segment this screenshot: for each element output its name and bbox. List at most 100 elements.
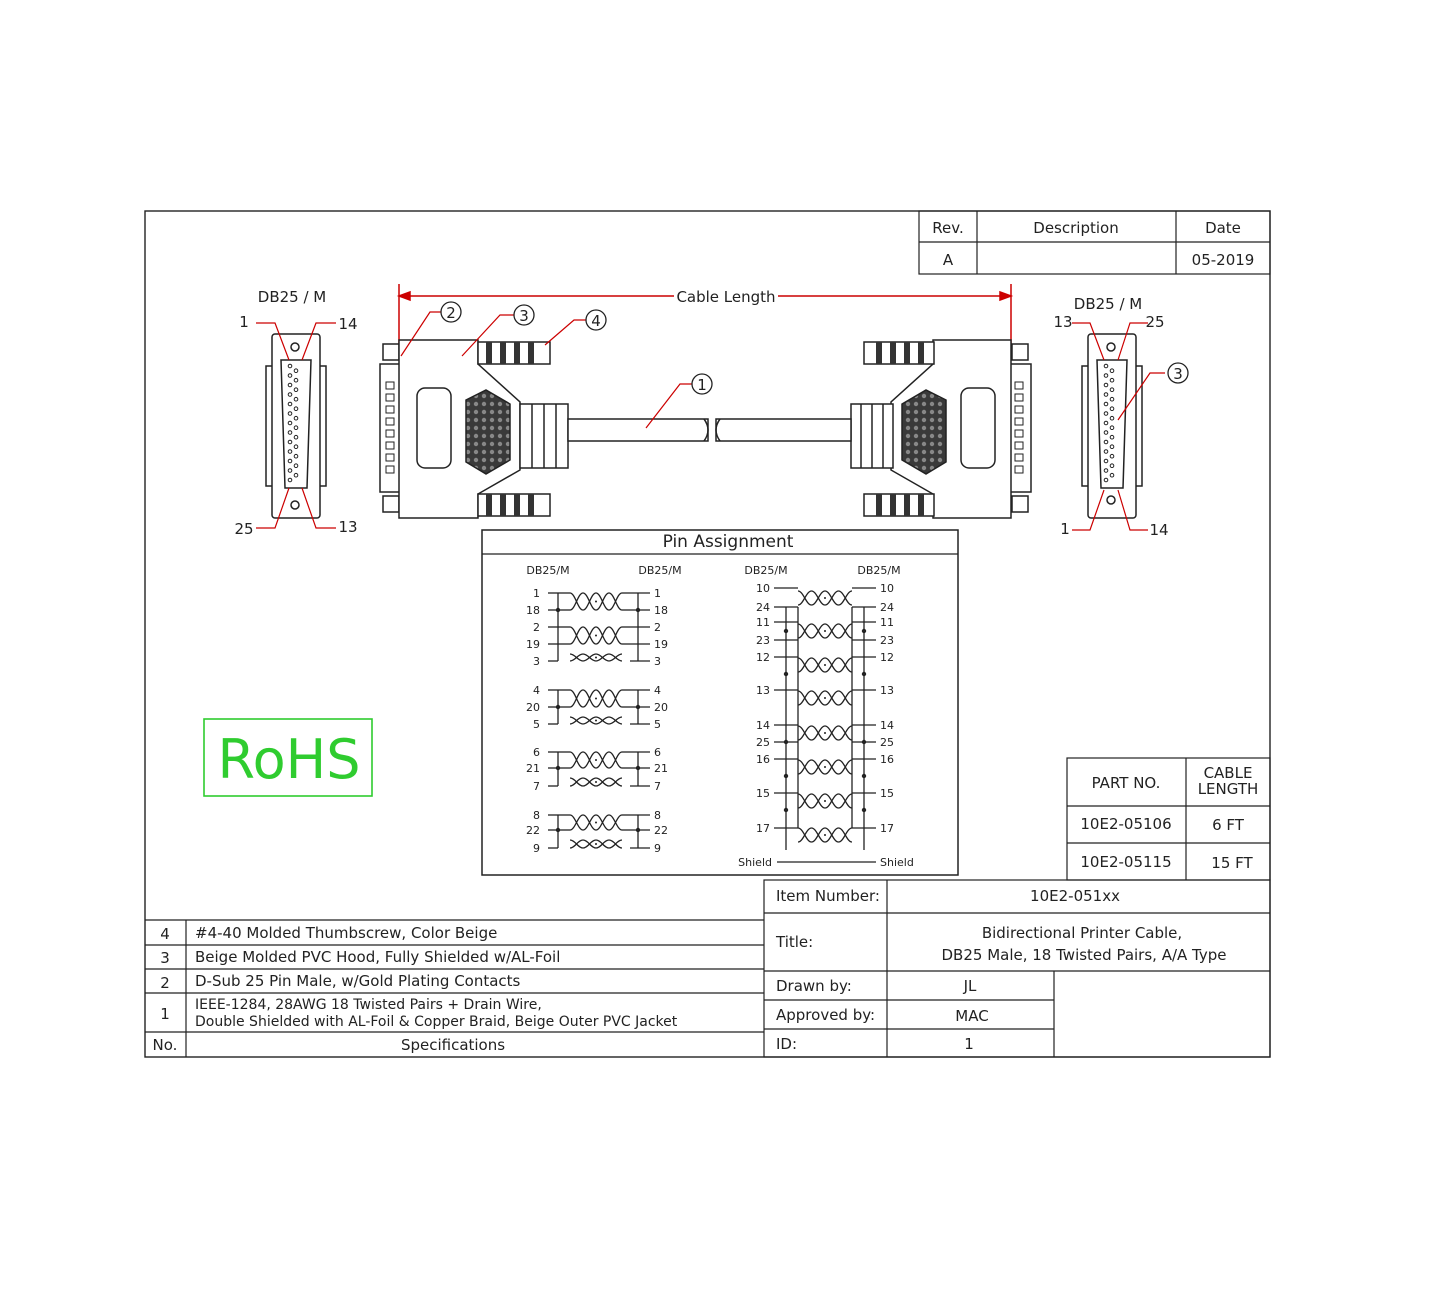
twisted-wire — [797, 759, 853, 775]
side-pin — [1014, 417, 1024, 426]
face-pin — [1103, 401, 1109, 407]
twisted-wire — [569, 839, 623, 849]
side-pin — [385, 453, 395, 462]
callout-number-4: 4 — [591, 312, 601, 330]
twist-mark — [595, 759, 597, 761]
twisted-wire — [569, 814, 623, 831]
pin-number: 24 — [756, 601, 770, 614]
pin-number: 25 — [756, 736, 770, 749]
twisted-wire — [797, 827, 853, 843]
bom-spec-1-line1: IEEE-1284, 28AWG 18 Twisted Pairs + Drai… — [195, 997, 542, 1013]
pin-number: 8 — [654, 809, 661, 822]
side-pin — [385, 441, 395, 450]
part-no-2: 10E2-05115 — [1080, 853, 1171, 871]
face-pin — [1109, 415, 1115, 421]
cable-length-dimension — [396, 284, 1014, 348]
junction-dot — [783, 739, 789, 745]
pin-number: 3 — [533, 655, 540, 668]
twisted-wire — [569, 592, 623, 611]
twist-mark — [824, 834, 826, 836]
side-pin — [1014, 393, 1024, 402]
pin-number: 11 — [756, 616, 770, 629]
title-line-1: Bidirectional Printer Cable, — [982, 924, 1182, 942]
junction-dot — [635, 765, 641, 771]
pin-number: 15 — [880, 787, 894, 800]
twisted-wire — [569, 653, 623, 662]
face-pin — [287, 382, 293, 388]
twisted-wire — [797, 759, 853, 775]
twisted-wire — [797, 793, 853, 809]
side-pin — [385, 417, 395, 426]
twist-mark — [595, 719, 597, 722]
junction-dot — [555, 704, 561, 710]
pin-number: 12 — [756, 651, 770, 664]
left-connector-face — [265, 333, 327, 519]
side-pin — [1014, 465, 1024, 474]
junction-dot — [555, 827, 561, 833]
junction-dot — [783, 773, 789, 779]
twist-mark — [595, 821, 597, 824]
pin-number: 6 — [533, 746, 540, 759]
pin-number: 14 — [880, 719, 894, 732]
twisted-wire — [797, 590, 853, 606]
pin-number: 4 — [533, 684, 540, 697]
pa-header-right-b: DB25/M — [857, 564, 900, 577]
pin-number: 3 — [654, 655, 661, 668]
side-pin — [385, 465, 395, 474]
twist-mark — [595, 697, 597, 700]
rev-value: A — [943, 251, 954, 269]
junction-dot — [555, 765, 561, 771]
face-pin — [287, 373, 293, 378]
right-pin-label-tr: 25 — [1145, 313, 1164, 331]
face-pin — [293, 377, 299, 383]
drawn-by-value: JL — [963, 977, 977, 995]
left-cable-assembly — [379, 339, 709, 519]
shield-label-left: Shield — [738, 856, 772, 869]
pin-number: 19 — [526, 638, 540, 651]
left-connector-pins — [287, 363, 299, 483]
face-pin — [287, 420, 293, 426]
left-pin-label-br: 13 — [338, 518, 357, 536]
face-pin — [293, 387, 299, 393]
pin-number: 18 — [526, 604, 540, 617]
face-pin — [1109, 387, 1115, 393]
bom-no-1: 1 — [160, 1005, 170, 1023]
bom-no-4: 4 — [160, 925, 170, 943]
pin-number: 25 — [880, 736, 894, 749]
twist-mark — [824, 630, 826, 632]
pin-number: 13 — [880, 684, 894, 697]
face-pin — [287, 477, 293, 483]
title-line-2: DB25 Male, 18 Twisted Pairs, A/A Type — [942, 946, 1227, 964]
twisted-wire — [797, 590, 853, 606]
face-pin — [1103, 477, 1109, 483]
bom-spec-3: Beige Molded PVC Hood, Fully Shielded w/… — [195, 948, 560, 966]
twisted-wire — [569, 689, 623, 708]
twisted-wire — [569, 751, 623, 769]
twisted-wire — [797, 725, 853, 741]
junction-dot — [861, 807, 867, 813]
pin-number: 9 — [533, 842, 540, 855]
twist-mark — [595, 600, 597, 603]
face-pin — [287, 411, 293, 416]
title-label: Title: — [775, 933, 813, 951]
pin-number: 8 — [533, 809, 540, 822]
face-pin — [1109, 406, 1115, 412]
face-pin — [293, 396, 299, 402]
pin-number: 17 — [880, 822, 894, 835]
face-pin — [293, 434, 299, 440]
bom-table — [145, 919, 764, 1057]
face-pin — [1103, 392, 1109, 397]
junction-dot — [861, 773, 867, 779]
callout-circle-2 — [440, 301, 462, 323]
title-block — [763, 879, 1271, 1058]
callout-number-3-right: 3 — [1173, 365, 1183, 383]
twist-mark — [824, 664, 826, 666]
twisted-wire — [569, 689, 623, 708]
assembly-callout-leaders — [400, 311, 692, 429]
face-pin — [287, 430, 293, 435]
face-pin — [1103, 439, 1109, 445]
pin-number: 10 — [756, 582, 770, 595]
bom-header-no: No. — [153, 1036, 178, 1054]
